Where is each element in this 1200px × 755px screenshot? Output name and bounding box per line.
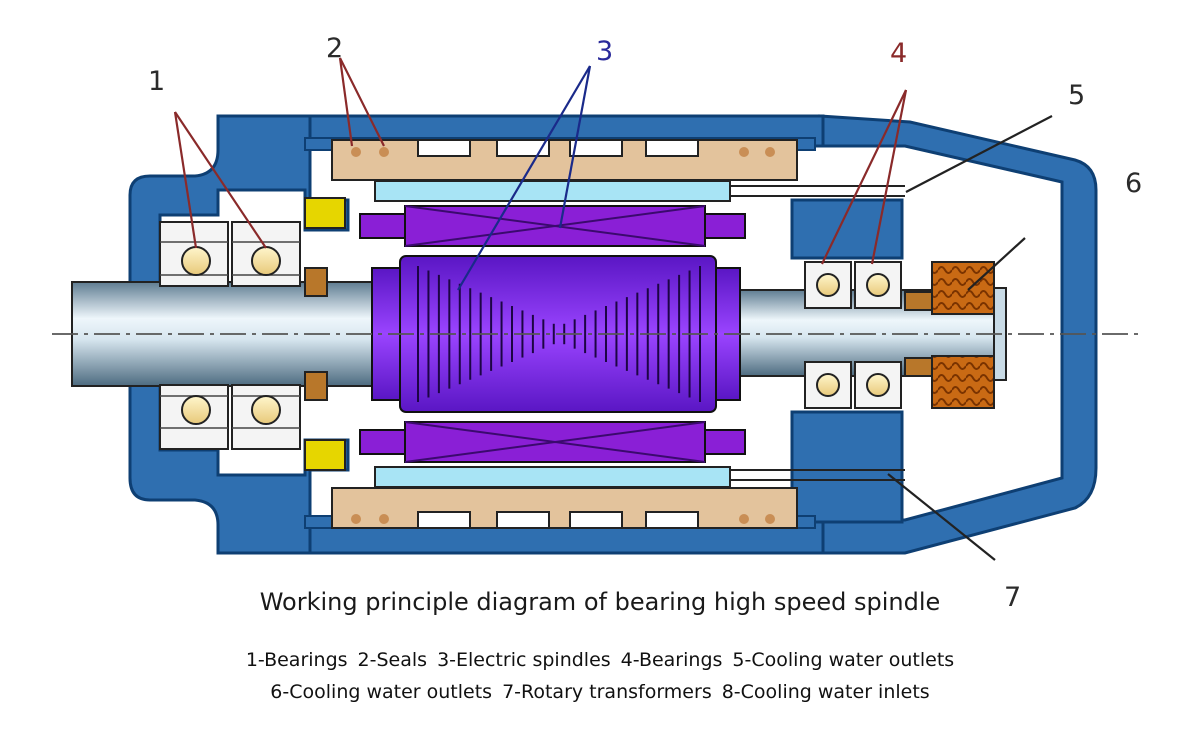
bearing-ball bbox=[181, 395, 211, 425]
legend-item: 4-Bearings bbox=[620, 649, 723, 671]
bearing-ball bbox=[251, 246, 281, 276]
label-4: 4 bbox=[890, 38, 908, 69]
legend-item: 6-Cooling water outlets bbox=[270, 681, 493, 703]
legend-item: 7-Rotary transformers bbox=[502, 681, 712, 703]
rear-bearing-housing-bottom bbox=[790, 410, 904, 524]
legend-item: 5-Cooling water outlets bbox=[732, 649, 955, 671]
seals bbox=[304, 197, 346, 471]
cooling-sleeve-top bbox=[374, 180, 731, 202]
label-1: 1 bbox=[148, 66, 166, 97]
bearing-ball bbox=[816, 373, 840, 397]
rear-bearing-housing-top bbox=[790, 198, 904, 260]
rear-bearings bbox=[804, 261, 902, 409]
bearing-ball bbox=[181, 246, 211, 276]
stator-housing-windings bbox=[331, 139, 798, 529]
diagram-caption: Working principle diagram of bearing hig… bbox=[259, 588, 941, 616]
seal-top bbox=[304, 197, 346, 229]
rotary-transformer-top bbox=[931, 261, 995, 315]
legend-line-1: 1-Bearings 2-Seals 3-Electric spindles 4-Be… bbox=[0, 649, 1200, 671]
winding-top bbox=[331, 139, 798, 181]
bearing-ball bbox=[866, 373, 890, 397]
leader-lines bbox=[173, 57, 1053, 561]
legend-item: 3-Electric spindles bbox=[437, 649, 611, 671]
rotary-transformer-bottom bbox=[931, 355, 995, 409]
label-6: 6 bbox=[1125, 168, 1143, 199]
legend-line-2: 6-Cooling water outlets 7-Rotary transfor… bbox=[0, 681, 1200, 703]
legend-item: 8-Cooling water inlets bbox=[721, 681, 930, 703]
label-7: 7 bbox=[1004, 582, 1022, 613]
bearing-ball bbox=[866, 273, 890, 297]
legend-item: 1-Bearings bbox=[245, 649, 348, 671]
label-2: 2 bbox=[326, 33, 344, 64]
bearing-ball bbox=[251, 395, 281, 425]
stator bbox=[359, 205, 746, 463]
bearing-ball bbox=[816, 273, 840, 297]
label-3: 3 bbox=[596, 36, 614, 67]
legend-item: 2-Seals bbox=[357, 649, 428, 671]
label-5: 5 bbox=[1068, 80, 1086, 111]
front-bearings bbox=[159, 221, 301, 450]
winding-bottom bbox=[331, 487, 798, 529]
cooling-sleeve-bottom bbox=[374, 466, 731, 488]
seal-bottom bbox=[304, 439, 346, 471]
